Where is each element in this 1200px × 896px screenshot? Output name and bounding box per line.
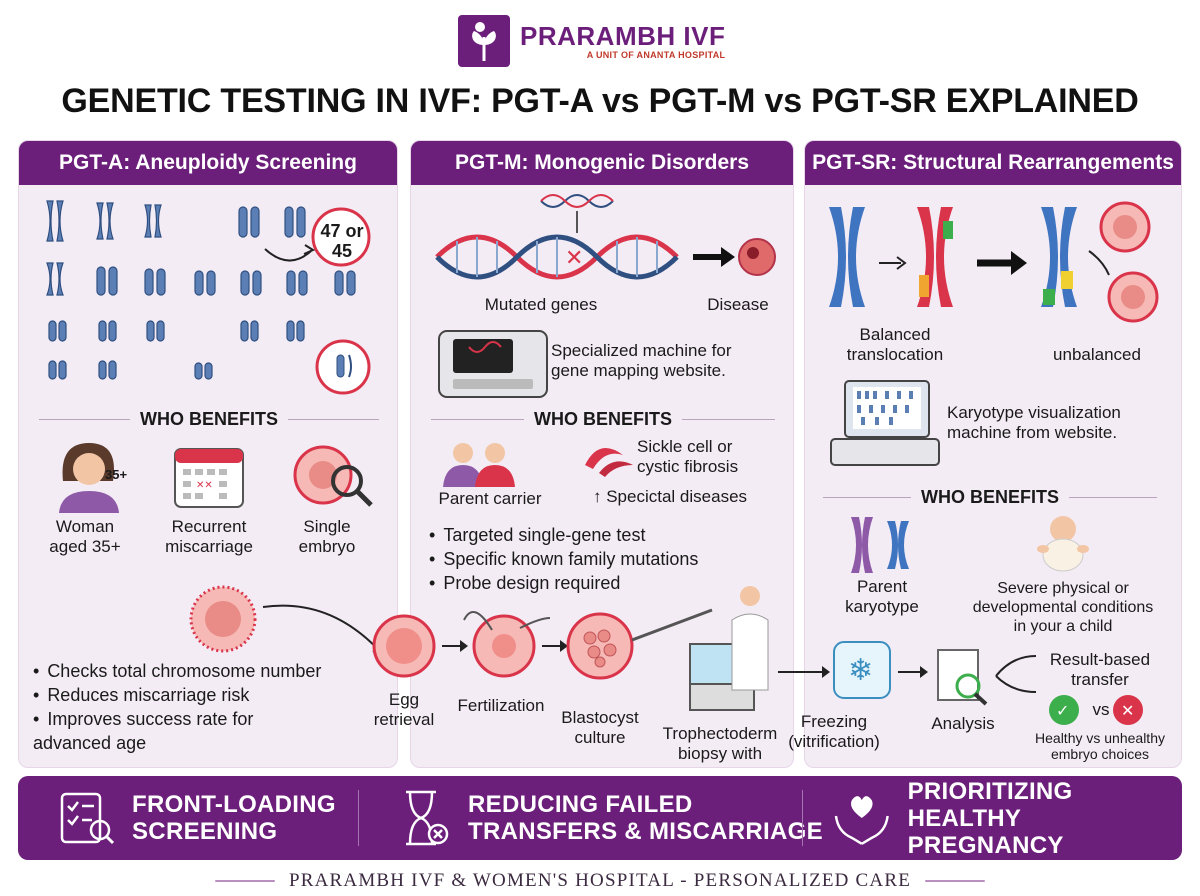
beneficiary-single-embryo: Single embryo (298, 517, 356, 556)
severe-conditions-label: Severe physical or developmental conditi… (972, 580, 1154, 635)
heart-hands-icon (834, 796, 889, 845)
gene-mapping-machine-icon (438, 330, 548, 398)
panel-pgt-m-header: PGT-M: Monogenic Disorders (411, 141, 793, 185)
gene-mapping-machine-label: Specialized machine for gene mapping web… (551, 341, 732, 380)
panel-pgt-a: PGT-A: Aneuploidy Screening (18, 140, 398, 768)
ivf-process-flow: ❄ ✓ ✕ (372, 586, 1143, 725)
karyotype-machine-icon (830, 380, 940, 466)
footer: PRARAMBH IVF & WOMEN'S HOSPITAL - PERSON… (0, 866, 1200, 896)
sickle-cell-label: Sickle cell or cystic fibrosis (637, 437, 739, 476)
ivf-logo-icon (458, 15, 510, 67)
step-analysis: Analysis (931, 714, 995, 733)
bullet-item: Probe design required (429, 571, 779, 595)
panel-pgt-sr: PGT-SR: Structural Rearrangements Balanc… (804, 140, 1182, 768)
woman-icon (59, 443, 119, 513)
hourglass-icon (406, 790, 449, 846)
band-item-reducing: REDUCING FAILED TRANSFERS & MISCARRIAGE (396, 776, 823, 860)
embryo-magnifier-icon (293, 445, 373, 507)
step-result-transfer: Result-based transfer (1049, 650, 1151, 689)
band-reducing-text: REDUCING FAILED TRANSFERS & MISCARRIAGE (468, 791, 823, 845)
checklist-icon (60, 792, 115, 845)
specictal-diseases-label: ↑ Specictal diseases (593, 487, 748, 506)
parent-carrier-label: Parent carrier (438, 489, 542, 508)
panel-pgt-a-header: PGT-A: Aneuploidy Screening (19, 141, 397, 185)
embryo-choices-label: Healthy vs unhealthy embryo choices (1035, 730, 1165, 762)
mutated-genes-label: Mutated genes (484, 295, 598, 314)
footer-text: PRARAMBH IVF & WOMEN'S HOSPITAL - PERSON… (288, 870, 912, 891)
vs-label: vs (1092, 700, 1110, 719)
bullet-item: Improves success rate for advanced age (33, 707, 383, 755)
step-trophectoderm-biopsy: Trophectoderm biopsy with (662, 724, 778, 763)
embryo-icon (189, 585, 389, 661)
panel-pgt-sr-header: PGT-SR: Structural Rearrangements (805, 141, 1181, 185)
who-benefits-label-a: WHO BENEFITS (39, 409, 379, 430)
parent-karyotype-label: Parent karyotype (845, 577, 919, 616)
brand-name: PRARAMBH IVF (520, 21, 726, 51)
svg-text:✕✕: ✕✕ (196, 480, 213, 491)
step-fertilization: Fertilization (457, 696, 545, 715)
pgt-a-bullets: Checks total chromosome number Reduces m… (33, 659, 383, 755)
beneficiary-miscarriage: Recurrent miscarriage (165, 517, 253, 556)
parent-carrier-icon (443, 443, 515, 487)
svg-text:✓: ✓ (1056, 701, 1069, 720)
band-item-front-loading: FRONT-LOADING SCREENING (56, 776, 336, 860)
who-benefits-label-m: WHO BENEFITS (431, 409, 775, 430)
bullet-item: Reduces miscarriage risk (33, 683, 383, 707)
brand-logo: PRARAMBH IVF A UNIT OF ANANTA HOSPITAL (458, 12, 748, 70)
step-freezing: Freezing (vitrification) (788, 712, 880, 751)
svg-text:❄: ❄ (848, 653, 873, 688)
unbalanced-label: unbalanced (1053, 345, 1141, 364)
age-tag: 35+ (105, 467, 128, 482)
benefits-band: FRONT-LOADING SCREENING REDUCING FAILED … (18, 776, 1182, 860)
bullet-item: Targeted single-gene test (429, 523, 779, 547)
disease-label: Disease (707, 295, 769, 314)
step-blastocyst-culture: Blastocyst culture (561, 708, 639, 747)
brand-subtitle: A UNIT OF ANANTA HOSPITAL (586, 50, 726, 60)
band-front-loading-text: FRONT-LOADING SCREENING (132, 791, 336, 845)
karyotype-chromosomes-icon (46, 200, 371, 395)
who-benefits-label-sr: WHO BENEFITS (823, 487, 1157, 508)
step-egg-retrieval: Egg retrieval (373, 690, 435, 729)
aneuploidy-count-badge: 47 or 45 (320, 221, 364, 261)
bullet-item: Specific known family mutations (429, 547, 779, 571)
band-item-prioritizing: PRIORITIZING HEALTHY PREGNANCY (832, 776, 1182, 860)
pgt-m-bullets: Targeted single-gene test Specific known… (429, 523, 779, 595)
karyotype-machine-label: Karyotype visualization machine from web… (947, 403, 1121, 442)
bullet-item: Checks total chromosome number (33, 659, 383, 683)
beneficiary-woman: Woman aged 35+ (49, 517, 121, 556)
page-title: GENETIC TESTING IN IVF: PGT-A vs PGT-M v… (61, 82, 1139, 120)
svg-text:✕: ✕ (1121, 701, 1134, 720)
band-prioritizing-text: PRIORITIZING HEALTHY PREGNANCY (907, 777, 1073, 859)
svg-text:✕: ✕ (565, 246, 583, 271)
dna-mutation-icon: ✕ (435, 194, 776, 280)
calendar-icon: ✕✕ (174, 448, 244, 508)
parent-karyotype-icon (851, 517, 909, 573)
translocation-chromosomes-icon (829, 201, 1159, 323)
sickle-cell-icon (585, 447, 633, 477)
baby-icon (1037, 516, 1089, 572)
balanced-translocation-label: Balanced translocation (846, 325, 944, 364)
